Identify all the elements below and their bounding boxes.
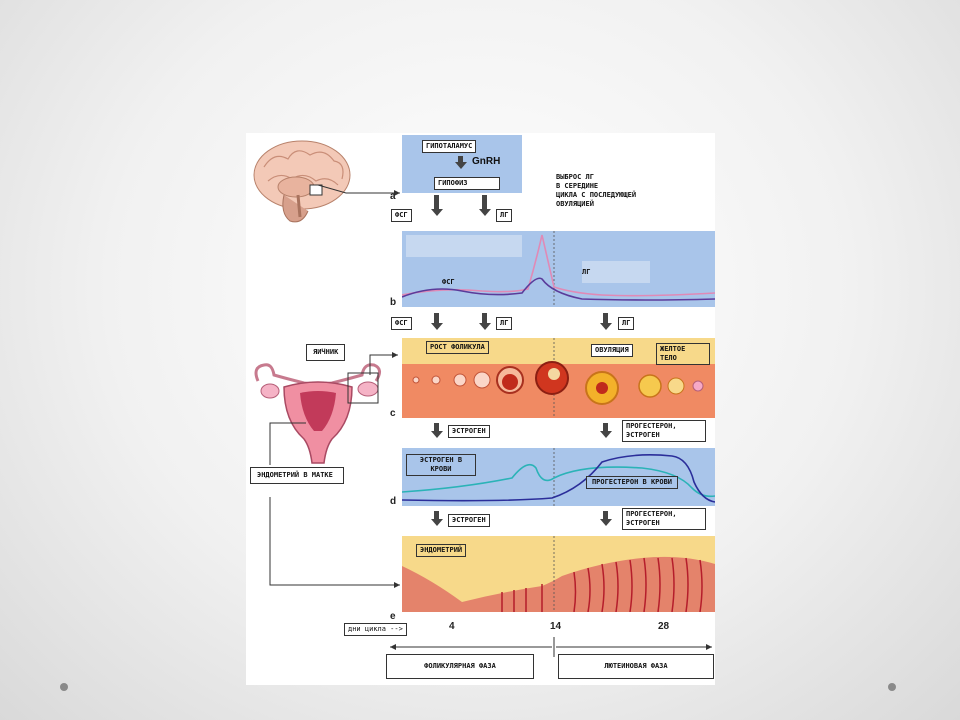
- lh-arrow-top: [478, 195, 491, 216]
- progesterone-arrow-d: [599, 511, 612, 526]
- day-tick-14: 14: [550, 621, 562, 632]
- hormone-chart-b: [402, 231, 715, 307]
- corpus-luteum-label: ЖЕЛТОЕ ТЕЛО: [656, 343, 710, 365]
- panel-letter-e: e: [390, 611, 396, 622]
- ovary-pointer-line: [369, 352, 398, 375]
- panel-letter-a: a: [390, 191, 396, 202]
- fsh-label-top: ФСГ: [391, 209, 412, 222]
- ovulation-label: ОВУЛЯЦИЯ: [591, 344, 633, 357]
- fsh-arrow-top: [430, 195, 443, 216]
- brain-pointer-line: [317, 184, 400, 196]
- day-tick-28: 28: [658, 621, 670, 632]
- menstrual-cycle-diagram: ГИПОТАЛАМУС GnRH ГИПОФИЗ a ВЫБРОС ЛГ В С…: [246, 133, 715, 685]
- lh-label-top: ЛГ: [496, 209, 513, 222]
- brain-illustration: [253, 140, 351, 223]
- lh-curve-label: ЛГ: [582, 268, 591, 276]
- lh-surge-note: ВЫБРОС ЛГ В СЕРЕДИНЕ ЦИКЛА С ПОСЛЕДУЮЩЕЙ…: [556, 173, 637, 208]
- ovary-label: ЯИЧНИК: [306, 344, 346, 361]
- estrogen-arrow-d: [430, 511, 443, 526]
- panel-letter-c: c: [390, 408, 396, 419]
- day-tick-4: 4: [449, 621, 455, 632]
- uterus-connector-lines: [269, 422, 400, 588]
- estrogen-in-blood-label: ЭСТРОГЕН В КРОВИ: [406, 454, 476, 476]
- fsh-label-mid: ФСГ: [391, 317, 412, 330]
- slide-bullet-left: [60, 683, 68, 691]
- panel-letter-d: d: [390, 496, 397, 507]
- phase-arrows: [390, 637, 712, 657]
- endometrium-in-uterus-label: ЭНДОМЕТРИЙ В МАТКЕ: [250, 467, 344, 484]
- pituitary-label: ГИПОФИЗ: [434, 177, 500, 190]
- follicular-phase-label: ФОЛИКУЛЯРНАЯ ФАЗА: [386, 654, 534, 679]
- luteal-phase-label: ЛЮТЕИНОВАЯ ФАЗА: [558, 654, 714, 679]
- cycle-days-label: дни цикла -->: [344, 623, 407, 636]
- uterus-illustration: [254, 363, 381, 464]
- progesterone-estrogen-label-d: ПРОГЕСТЕРОН, ЭСТРОГЕН: [622, 508, 706, 530]
- estrogen-label-c: ЭСТРОГЕН: [448, 425, 490, 438]
- progesterone-arrow-c: [599, 423, 612, 438]
- progesterone-in-blood-label: ПРОГЕСТЕРОН В КРОВИ: [586, 476, 678, 489]
- estrogen-arrow-c: [430, 423, 443, 438]
- hypothalamus-label: ГИПОТАЛАМУС: [422, 140, 477, 153]
- estrogen-label-d: ЭСТРОГЕН: [448, 514, 490, 527]
- gnrh-arrow: [454, 156, 467, 169]
- gnrh-label: GnRH: [472, 156, 501, 167]
- progesterone-estrogen-label-c: ПРОГЕСТЕРОН, ЭСТРОГЕН: [622, 420, 706, 442]
- fsh-curve-label: ФСГ: [442, 278, 455, 286]
- slide-bullet-right: [888, 683, 896, 691]
- follicle-growth-label: РОСТ ФОЛИКУЛА: [426, 341, 489, 354]
- lh-label-mid: ЛГ: [496, 317, 513, 330]
- panel-letter-b: b: [390, 297, 397, 308]
- lh-arrow-mid-right: [599, 313, 612, 330]
- lh-arrow-mid: [478, 313, 491, 330]
- fsh-arrow-mid: [430, 313, 443, 330]
- lh-label-mid-right: ЛГ: [618, 317, 635, 330]
- endometrium-label: ЭНДОМЕТРИЙ: [416, 544, 467, 557]
